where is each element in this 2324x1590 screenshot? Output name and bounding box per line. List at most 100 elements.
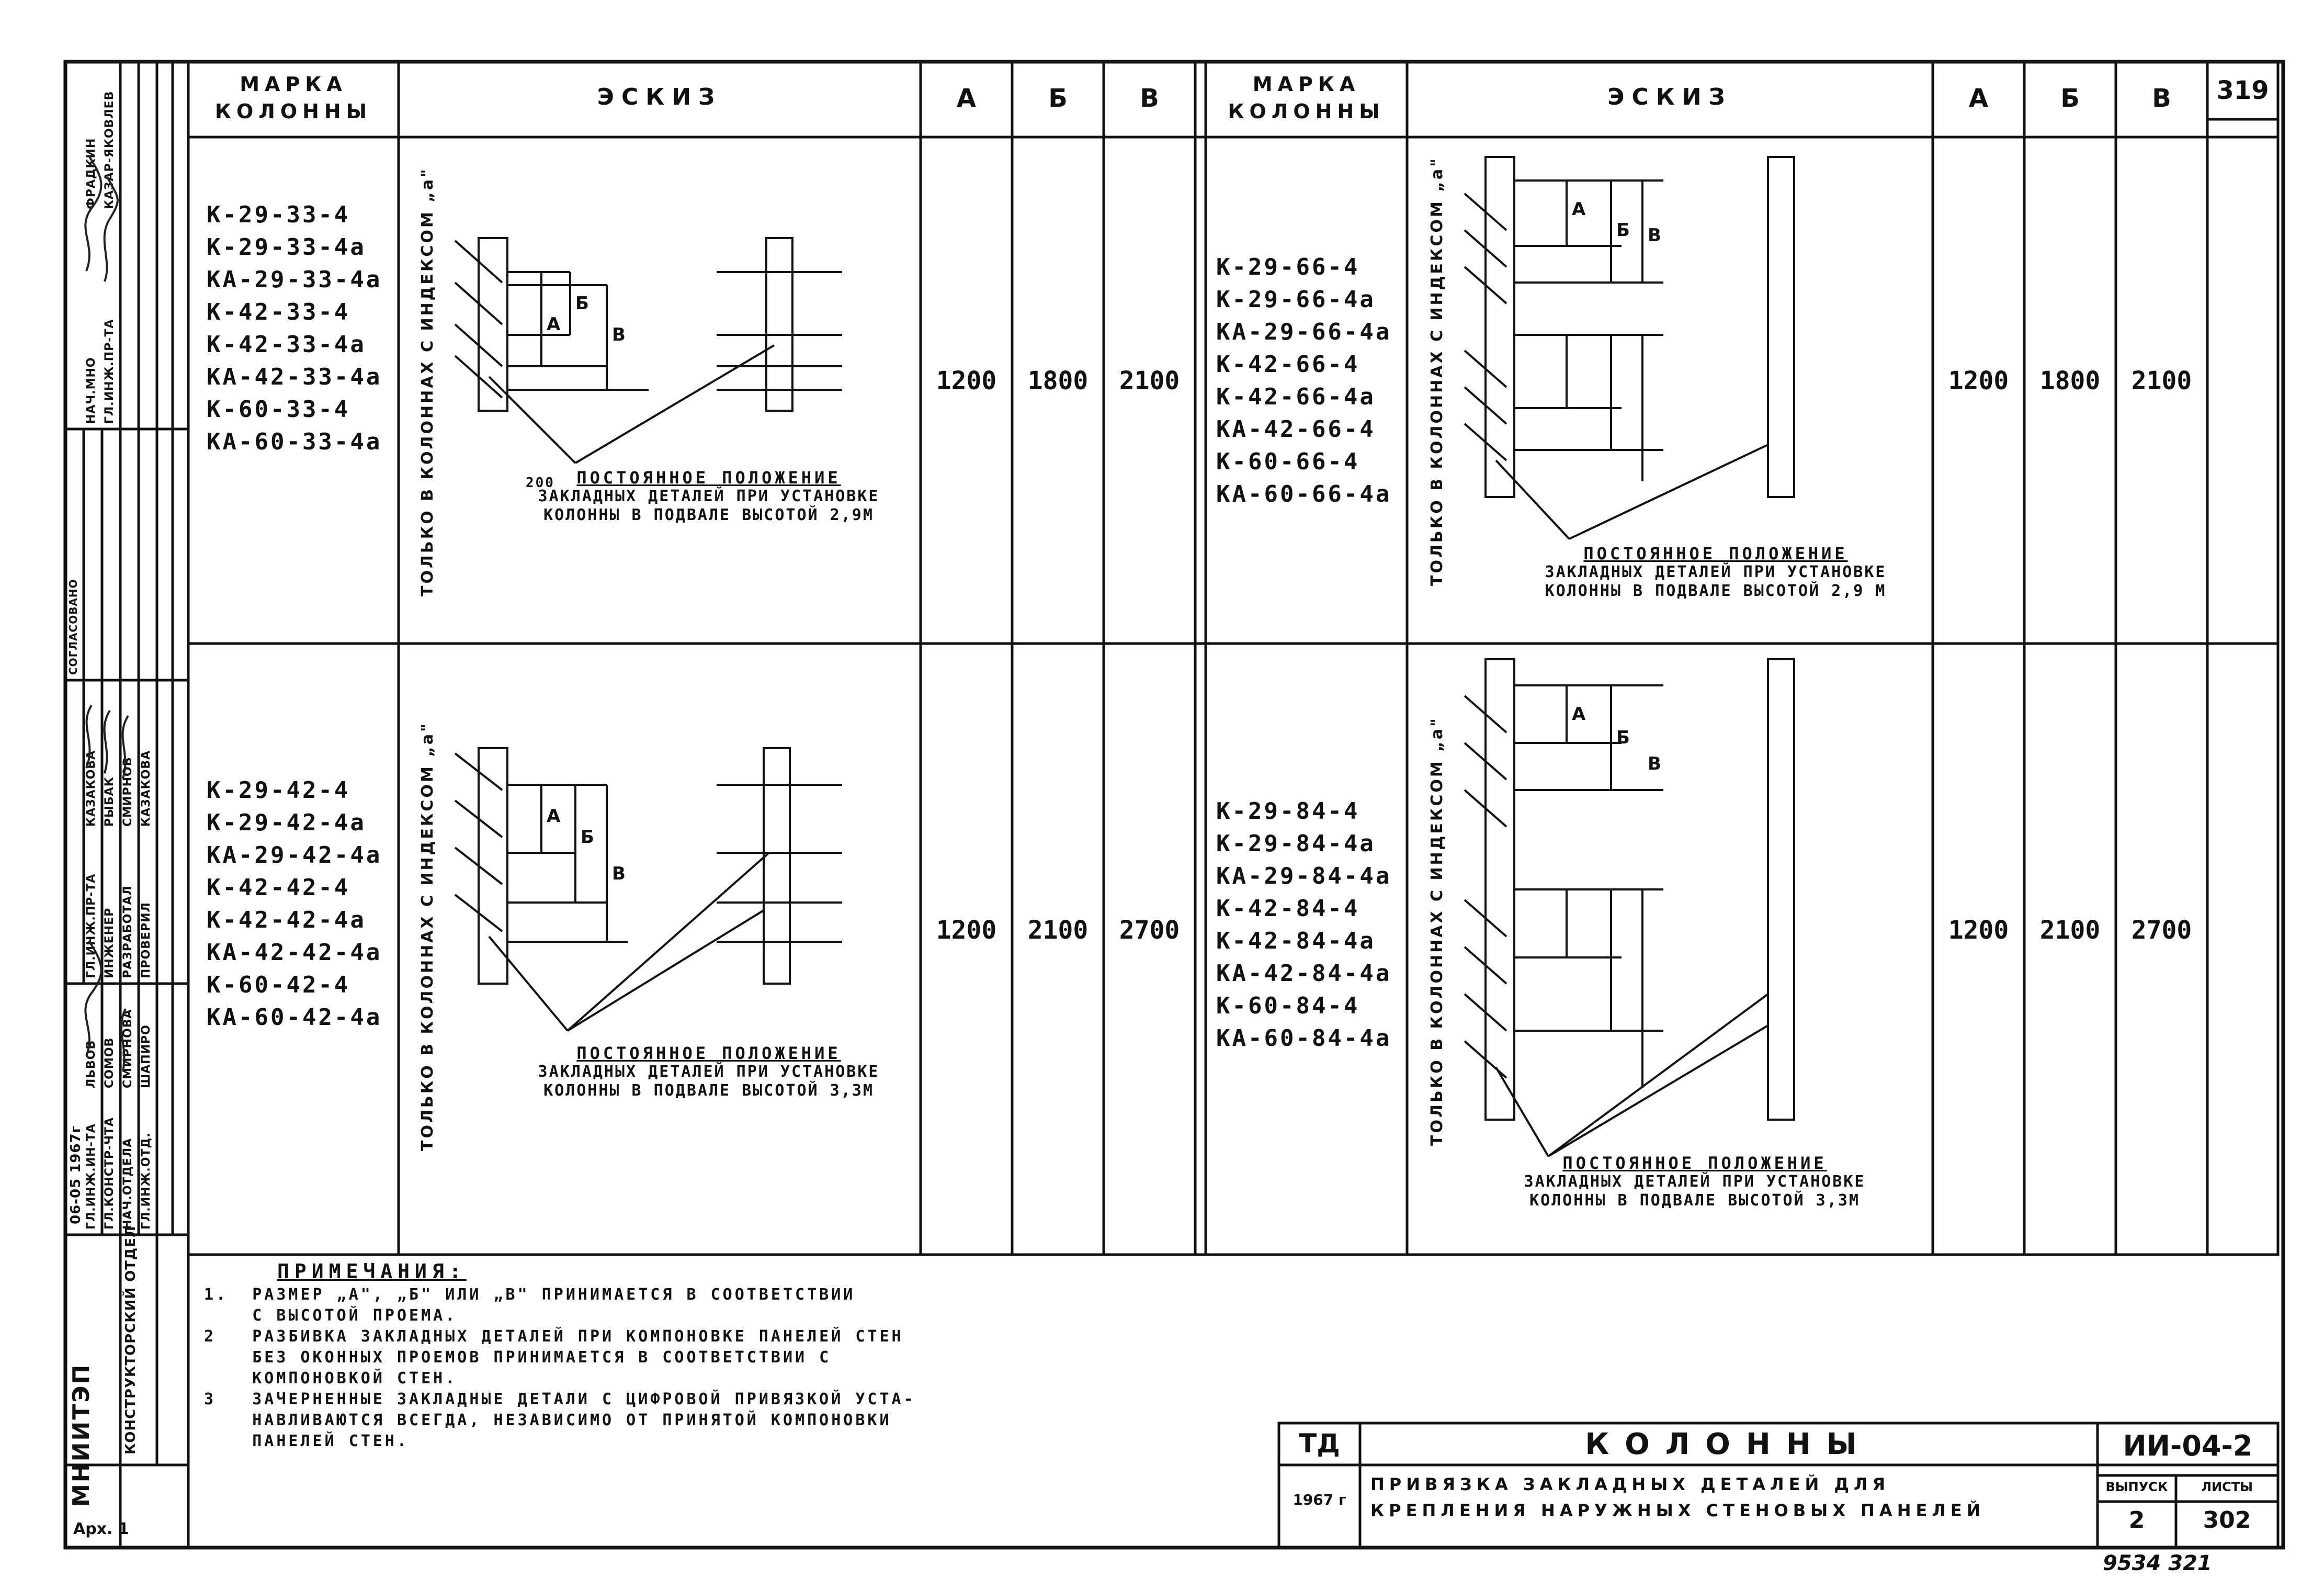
column-mark: К-42-66-4а	[1216, 384, 1376, 410]
header-marka-line1: МАРКА	[1252, 73, 1361, 96]
column-mark: КА-42-33-4а	[207, 364, 382, 390]
notes: ПРИМЕЧАНИЯ: 1. РАЗМЕР „А", „Б" ИЛИ „В" П…	[204, 1258, 916, 1452]
column-mark: К-29-33-4	[207, 201, 350, 228]
caption-line: КОЛОННЫ В ПОДВАЛЕ ВЫСОТОЙ 3,3М	[543, 1081, 874, 1100]
note-line: 2 РАЗБИВКА ЗАКЛАДНЫХ ДЕТАЛЕЙ ПРИ КОМПОНО…	[204, 1327, 904, 1346]
caption-1: ПОСТОЯННОЕ ПОЛОЖЕНИЕ ЗАКЛАДНЫХ ДЕТАЛЕЙ П…	[502, 468, 915, 525]
page-number: 319	[2216, 76, 2269, 105]
column-mark: КА-42-42-4а	[207, 939, 382, 966]
caption-title: ПОСТОЯННОЕ ПОЛОЖЕНИЕ	[576, 1043, 841, 1063]
value-b-3: 2100	[1027, 916, 1089, 945]
header-col-b-left: Б	[1048, 84, 1068, 113]
column-mark: КА-29-66-4а	[1216, 319, 1392, 345]
column-mark: КА-60-42-4а	[207, 1004, 382, 1031]
list-value: 302	[2203, 1507, 2251, 1533]
column-mark: КА-60-84-4а	[1216, 1025, 1392, 1052]
header-col-v-left: В	[1140, 84, 1159, 113]
value-a-2: 1200	[1948, 366, 2009, 396]
header-col-v-right: В	[2152, 84, 2171, 113]
title-sub-1: ПРИВЯЗКА ЗАКЛАДНЫХ ДЕТАЛЕЙ ДЛЯ	[1370, 1474, 1890, 1494]
note-line: 3 ЗАЧЕРНЕННЫЕ ЗАКЛАДНЫЕ ДЕТАЛИ С ЦИФРОВО…	[204, 1390, 916, 1408]
value-a-1: 1200	[936, 366, 997, 396]
column-mark: К-29-42-4	[207, 777, 350, 804]
marks-list-3: К-29-42-4 К-29-42-4а КА-29-42-4а К-42-42…	[207, 774, 382, 1034]
value-b-1: 1800	[1027, 366, 1089, 396]
caption-3: ПОСТОЯННОЕ ПОЛОЖЕНИЕ ЗАКЛАДНЫХ ДЕТАЛЕЙ П…	[502, 1044, 915, 1100]
title-td: ТД	[1299, 1428, 1340, 1459]
note-line: 1. РАЗМЕР „А", „Б" ИЛИ „В" ПРИНИМАЕТСЯ В…	[204, 1285, 856, 1304]
header-col-a-left: А	[956, 84, 977, 113]
list-label: ЛИСТЫ	[2201, 1480, 2253, 1494]
value-v-4: 2700	[2131, 916, 2192, 945]
dim-label-a-2: А	[1572, 199, 1586, 220]
value-v-1: 2100	[1119, 366, 1180, 396]
header-marka-line2: КОЛОННЫ	[1228, 100, 1385, 123]
dim-label-v-2: В	[1648, 225, 1661, 246]
dim-label-a-4: А	[1572, 704, 1586, 725]
column-mark: К-29-66-4	[1216, 254, 1360, 280]
side-label-3: ТОЛЬКО В КОЛОННАХ С ИНДЕКСОМ „а"	[418, 721, 437, 1151]
header-marka-line2: КОЛОННЫ	[214, 100, 372, 123]
caption-2: ПОСТОЯННОЕ ПОЛОЖЕНИЕ ЗАКЛАДНЫХ ДЕТАЛЕЙ П…	[1506, 544, 1925, 601]
column-mark: КА-29-42-4а	[207, 842, 382, 869]
note-line: КОМПОНОВКОЙ СТЕН.	[204, 1369, 458, 1388]
caption-title: ПОСТОЯННОЕ ПОЛОЖЕНИЕ	[576, 468, 841, 488]
column-mark: К-29-66-4а	[1216, 286, 1376, 313]
caption-4: ПОСТОЯННОЕ ПОЛОЖЕНИЕ ЗАКЛАДНЫХ ДЕТАЛЕЙ П…	[1465, 1154, 1925, 1210]
vypusk-value: 2	[2128, 1507, 2145, 1533]
marks-list-4: К-29-84-4 К-29-84-4а КА-29-84-4а К-42-84…	[1216, 795, 1391, 1055]
column-mark: КА-42-84-4а	[1216, 960, 1392, 987]
note-line: С ВЫСОТОЙ ПРОЕМА.	[204, 1306, 458, 1325]
sketch-2	[1464, 156, 1795, 540]
value-v-2: 2100	[2131, 366, 2192, 396]
header-col-a-right: А	[1968, 84, 1989, 113]
side-label-2: ТОЛЬКО В КОЛОННАХ С ИНДЕКСОМ „а"	[1428, 156, 1446, 586]
column-mark: К-29-42-4а	[207, 809, 366, 836]
sketch-4	[1464, 658, 1795, 1157]
column-mark: К-60-42-4	[207, 972, 350, 998]
column-mark: К-42-33-4	[207, 299, 350, 325]
note-line: БЕЗ ОКОННЫХ ПРОЕМОВ ПРИНИМАЕТСЯ В СООТВЕ…	[204, 1348, 832, 1367]
column-mark: К-60-33-4	[207, 396, 350, 423]
dim-label-b-3: Б	[581, 827, 594, 848]
column-mark: К-29-84-4а	[1216, 830, 1376, 857]
caption-line: ЗАКЛАДНЫХ ДЕТАЛЕЙ ПРИ УСТАНОВКЕ	[1545, 563, 1887, 581]
value-a-3: 1200	[936, 916, 997, 945]
header-col-b-right: Б	[2060, 84, 2080, 113]
dim-label-v-4: В	[1648, 753, 1661, 774]
value-a-4: 1200	[1948, 916, 2009, 945]
column-mark: К-42-84-4а	[1216, 928, 1376, 954]
caption-line: ЗАКЛАДНЫХ ДЕТАЛЕЙ ПРИ УСТАНОВКЕ	[1524, 1172, 1866, 1191]
caption-title: ПОСТОЯННОЕ ПОЛОЖЕНИЕ	[1583, 544, 1848, 563]
column-mark: К-42-84-4	[1216, 895, 1360, 922]
column-mark: КА-60-33-4а	[207, 428, 382, 455]
dim-label-v-1: В	[612, 324, 626, 345]
column-mark: К-42-66-4	[1216, 351, 1360, 378]
dim-label-b-1: Б	[575, 293, 589, 314]
caption-title: ПОСТОЯННОЕ ПОЛОЖЕНИЕ	[1562, 1153, 1827, 1173]
marks-list-2: К-29-66-4 К-29-66-4а КА-29-66-4а К-42-66…	[1216, 251, 1391, 511]
sketch-1	[454, 237, 842, 464]
column-mark: К-29-84-4	[1216, 798, 1360, 825]
title-code: ИИ-04-2	[2123, 1429, 2253, 1462]
column-mark: КА-42-66-4	[1216, 416, 1376, 443]
stamp-arch: Арх. 1	[73, 1520, 129, 1538]
side-label-4: ТОЛЬКО В КОЛОННАХ С ИНДЕКСОМ „а"	[1428, 716, 1446, 1146]
note-line: НАВЛИВАЮТСЯ ВСЕГДА, НЕЗАВИСИМО ОТ ПРИНЯТ…	[204, 1411, 892, 1429]
archive-number: 9534 321	[2103, 1551, 2212, 1575]
title-sub-2: КРЕПЛЕНИЯ НАРУЖНЫХ СТЕНОВЫХ ПАНЕЛЕЙ	[1370, 1501, 1986, 1520]
column-mark: К-42-42-4а	[207, 907, 366, 933]
side-label-1: ТОЛЬКО В КОЛОННАХ С ИНДЕКСОМ „а"	[418, 167, 437, 596]
dim-label-b-2: Б	[1616, 220, 1630, 241]
header-marka-line1: МАРКА	[240, 73, 347, 96]
caption-line: ЗАКЛАДНЫХ ДЕТАЛЕЙ ПРИ УСТАНОВКЕ	[538, 487, 880, 505]
caption-line: КОЛОННЫ В ПОДВАЛЕ ВЫСОТОЙ 2,9М	[543, 506, 874, 524]
column-mark: К-42-42-4	[207, 874, 350, 901]
column-mark: КА-60-66-4а	[1216, 481, 1392, 508]
value-v-3: 2700	[1119, 916, 1180, 945]
title-year: 1967 г	[1293, 1491, 1346, 1508]
caption-line: КОЛОННЫ В ПОДВАЛЕ ВЫСОТОЙ 3,3М	[1529, 1191, 1860, 1210]
column-mark: К-29-33-4а	[207, 234, 366, 261]
header-eskiz-right: ЭСКИЗ	[1607, 84, 1732, 110]
